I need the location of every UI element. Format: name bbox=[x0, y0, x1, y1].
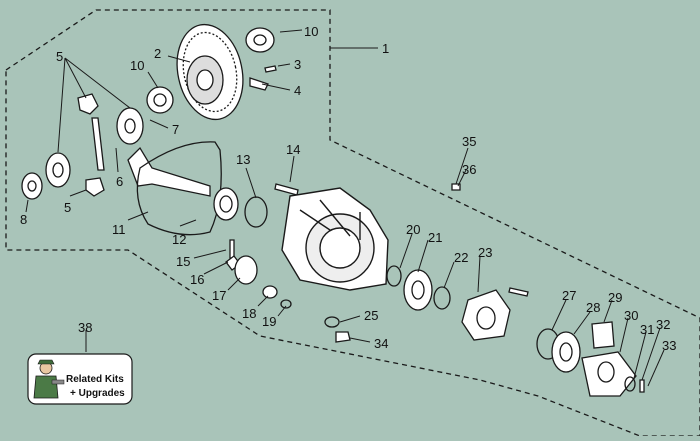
carrier-bearing-top bbox=[245, 27, 275, 53]
callout-5-top: 5 bbox=[56, 49, 63, 64]
callout-25: 25 bbox=[364, 308, 378, 323]
side-cover-flange bbox=[461, 289, 511, 341]
callout-5-bottom: 5 bbox=[64, 200, 71, 215]
callout-12: 12 bbox=[172, 232, 186, 247]
thrust-washer bbox=[21, 172, 43, 200]
gasket bbox=[136, 141, 222, 236]
callout-31: 31 bbox=[640, 322, 654, 337]
bolt-and-lock-tab bbox=[249, 65, 277, 91]
callout-20: 20 bbox=[406, 222, 420, 237]
callout-34: 34 bbox=[374, 336, 388, 351]
callout-19: 19 bbox=[262, 314, 276, 329]
callout-35: 35 bbox=[462, 134, 476, 149]
callout-11: 11 bbox=[112, 222, 126, 237]
callout-10-top: 10 bbox=[304, 24, 318, 39]
callout-33: 33 bbox=[662, 338, 676, 353]
callout-16: 16 bbox=[190, 272, 204, 287]
callout-8: 8 bbox=[20, 212, 27, 227]
callout-28: 28 bbox=[586, 300, 600, 315]
callout-36: 36 bbox=[462, 162, 476, 177]
callout-22: 22 bbox=[454, 250, 468, 265]
callout-14: 14 bbox=[286, 142, 300, 157]
assembly-boundary bbox=[5, 9, 700, 437]
misc-small-parts bbox=[225, 239, 529, 343]
callout-4: 4 bbox=[294, 83, 301, 98]
callout-13: 13 bbox=[236, 152, 250, 167]
leader-lines bbox=[25, 29, 665, 387]
callout-27: 27 bbox=[562, 288, 576, 303]
hub-assembly bbox=[536, 321, 645, 397]
pinion-bearing bbox=[213, 187, 239, 221]
callout-21: 21 bbox=[428, 230, 442, 245]
kit-badge-line1: Related Kits bbox=[66, 374, 124, 385]
related-kits-upgrades-button[interactable]: Related Kits + Upgrades bbox=[27, 353, 133, 405]
kit-badge-line2: + Upgrades bbox=[70, 388, 125, 399]
cross-shaft bbox=[91, 117, 105, 171]
callout-2: 2 bbox=[154, 46, 161, 61]
callout-30: 30 bbox=[624, 308, 638, 323]
callout-23: 23 bbox=[478, 245, 492, 260]
callout-1: 1 bbox=[382, 41, 389, 56]
ring-gear-carrier bbox=[176, 23, 244, 121]
shim-ring bbox=[244, 196, 268, 228]
callout-7: 7 bbox=[172, 122, 179, 137]
side-bearing-group bbox=[386, 265, 451, 311]
callout-labels: 1 2 3 4 5 6 7 8 5 10 10 11 12 13 14 15 1… bbox=[20, 24, 676, 353]
callout-18: 18 bbox=[242, 306, 256, 321]
callout-29: 29 bbox=[608, 290, 622, 305]
callout-38: 38 bbox=[78, 320, 92, 335]
callout-32: 32 bbox=[656, 317, 670, 332]
axle-housing bbox=[281, 187, 389, 291]
callout-3: 3 bbox=[294, 57, 301, 72]
callout-17: 17 bbox=[212, 288, 226, 303]
mechanic-character-icon bbox=[33, 359, 65, 399]
carrier-bearing-left bbox=[146, 86, 174, 114]
callout-10-left: 10 bbox=[130, 58, 144, 73]
differential-pinion-gears bbox=[45, 93, 144, 197]
housing-bolt bbox=[274, 183, 299, 196]
callout-6: 6 bbox=[116, 174, 123, 189]
callout-15: 15 bbox=[176, 254, 190, 269]
drive-pinion bbox=[127, 146, 211, 197]
